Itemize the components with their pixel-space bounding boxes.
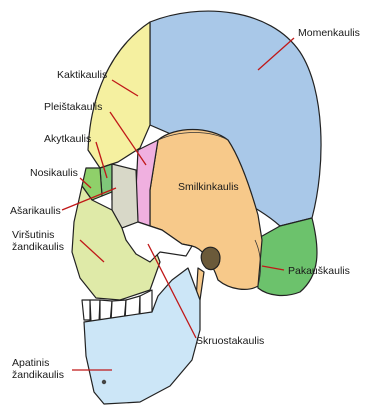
label-pakauskaulis: Pakauškaulis (288, 265, 350, 277)
mental-foramen (102, 380, 106, 384)
label-virsutinis-line2: žandikaulis (12, 241, 64, 253)
label-virsutinis-line1: Viršutinis (12, 229, 54, 241)
label-pleistakaulis: Pleištakaulis (44, 101, 102, 113)
label-skruostakaulis: Skruostakaulis (196, 335, 264, 347)
ear-opening (201, 247, 220, 269)
label-asarikaulis: Ašarikaulis (10, 205, 61, 217)
label-kaktikaulis: Kaktikaulis (57, 69, 107, 81)
label-nosikaulis: Nosikaulis (30, 167, 78, 179)
label-apatinis-line1: Apatinis (12, 357, 49, 369)
occipital-bone (255, 218, 317, 295)
label-momenkaulis: Momenkaulis (298, 27, 360, 39)
label-akytkaulis: Akytkaulis (44, 133, 91, 145)
label-smilkinkaulis: Smilkinkaulis (178, 181, 239, 193)
label-apatinis-line2: žandikaulis (12, 369, 64, 381)
